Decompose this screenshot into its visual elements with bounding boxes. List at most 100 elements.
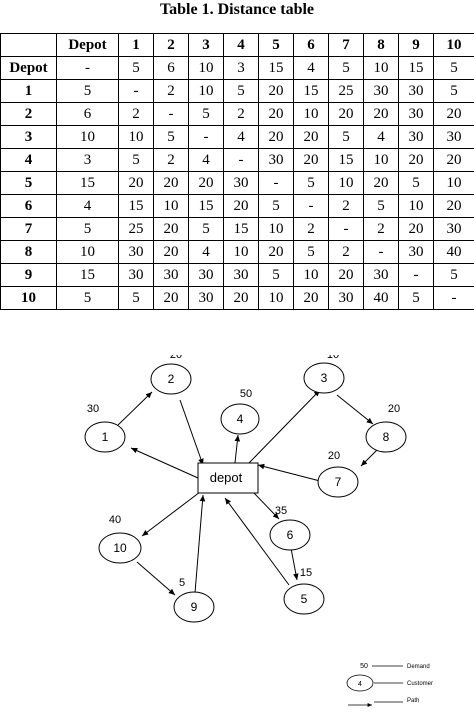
table-cell: - bbox=[294, 195, 329, 218]
legend-demand-label: Demand bbox=[407, 664, 430, 670]
customer-id: 8 bbox=[383, 430, 390, 444]
path-depot-to-3 bbox=[249, 390, 320, 463]
table-cell: 10 bbox=[57, 241, 119, 264]
column-header: 4 bbox=[224, 34, 259, 57]
row-header: 3 bbox=[1, 126, 57, 149]
table-cell: 20 bbox=[154, 218, 189, 241]
customer-id: 1 bbox=[102, 430, 109, 444]
table-cell: 20 bbox=[329, 103, 364, 126]
table-cell: 20 bbox=[259, 241, 294, 264]
route-diagram: depot 1 30 2 20 3 10 4 50 5 15 bbox=[0, 355, 474, 707]
customer-id: 9 bbox=[191, 600, 198, 614]
table-cell: 10 bbox=[294, 264, 329, 287]
table-cell: 20 bbox=[294, 287, 329, 310]
table-cell: 20 bbox=[154, 287, 189, 310]
table-cell: 25 bbox=[329, 80, 364, 103]
table-cell: 30 bbox=[154, 264, 189, 287]
customer-demand: 20 bbox=[388, 403, 400, 415]
table-cell: 15 bbox=[399, 57, 434, 80]
table-cell: 30 bbox=[399, 80, 434, 103]
row-header: 8 bbox=[1, 241, 57, 264]
table-cell: 20 bbox=[259, 80, 294, 103]
table-cell: 4 bbox=[189, 241, 224, 264]
customer-id: 7 bbox=[335, 475, 342, 489]
customer-node-4: 4 50 bbox=[221, 388, 259, 434]
table-cell: 30 bbox=[119, 264, 154, 287]
row-header: 7 bbox=[1, 218, 57, 241]
customer-id: 2 bbox=[168, 372, 175, 386]
table-cell: 6 bbox=[57, 103, 119, 126]
table-cell: 15 bbox=[259, 57, 294, 80]
table-cell: 15 bbox=[189, 195, 224, 218]
column-header: 3 bbox=[189, 34, 224, 57]
table-caption: Table 1. Distance table bbox=[0, 0, 474, 22]
row-header: 5 bbox=[1, 172, 57, 195]
table-cell: 20 bbox=[224, 195, 259, 218]
table-cell: 20 bbox=[434, 103, 474, 126]
table-cell: 4 bbox=[57, 195, 119, 218]
table-cell: 30 bbox=[224, 264, 259, 287]
table-cell: 20 bbox=[224, 287, 259, 310]
customer-node-8: 8 20 bbox=[366, 403, 406, 452]
table-cell: 15 bbox=[57, 172, 119, 195]
table-cell: 20 bbox=[399, 149, 434, 172]
table-cell: 30 bbox=[119, 241, 154, 264]
customer-demand: 15 bbox=[300, 567, 312, 579]
table-cell: 2 bbox=[364, 218, 399, 241]
table-cell: 5 bbox=[189, 103, 224, 126]
customer-demand: 50 bbox=[240, 388, 252, 400]
table-cell: 20 bbox=[259, 126, 294, 149]
table-cell: 15 bbox=[57, 264, 119, 287]
customer-id: 5 bbox=[301, 592, 308, 606]
table-cell: 5 bbox=[259, 264, 294, 287]
customer-node-9: 9 5 bbox=[174, 577, 214, 622]
table-cell: 20 bbox=[259, 103, 294, 126]
table-cell: - bbox=[57, 57, 119, 80]
column-header: Depot bbox=[57, 34, 119, 57]
column-header: 1 bbox=[119, 34, 154, 57]
table-cell: 5 bbox=[294, 241, 329, 264]
table-cell: 20 bbox=[434, 149, 474, 172]
table-cell: 20 bbox=[119, 172, 154, 195]
column-header: 6 bbox=[294, 34, 329, 57]
table-cell: 10 bbox=[399, 195, 434, 218]
column-header: 9 bbox=[399, 34, 434, 57]
row-header: Depot bbox=[1, 57, 57, 80]
table-cell: 2 bbox=[329, 241, 364, 264]
customer-id: 6 bbox=[287, 528, 294, 542]
table-cell: 30 bbox=[329, 287, 364, 310]
depot-node: depot bbox=[198, 463, 258, 493]
path-10-to-9 bbox=[137, 562, 175, 595]
customer-demand: 20 bbox=[170, 355, 182, 361]
table-cell: 30 bbox=[259, 149, 294, 172]
path-2-to-depot bbox=[180, 400, 203, 465]
customer-node-5: 5 15 bbox=[284, 567, 324, 614]
table-cell: 3 bbox=[224, 57, 259, 80]
table-cell: 15 bbox=[119, 195, 154, 218]
path-depot-to-4 bbox=[235, 435, 238, 463]
table-cell: 5 bbox=[399, 287, 434, 310]
table-cell: 5 bbox=[189, 218, 224, 241]
table-cell: 6 bbox=[154, 57, 189, 80]
table-cell: 5 bbox=[154, 126, 189, 149]
table-cell: 5 bbox=[119, 287, 154, 310]
column-header: 8 bbox=[364, 34, 399, 57]
table-cell: - bbox=[119, 80, 154, 103]
row-header: 6 bbox=[1, 195, 57, 218]
table-cell: 30 bbox=[399, 126, 434, 149]
table-cell: 5 bbox=[434, 57, 474, 80]
column-header: 5 bbox=[259, 34, 294, 57]
table-cell: 5 bbox=[329, 126, 364, 149]
customer-id: 3 bbox=[321, 371, 328, 385]
diagram-legend: 50 Demand 4 Customer Path bbox=[347, 663, 433, 705]
table-cell: 4 bbox=[189, 149, 224, 172]
